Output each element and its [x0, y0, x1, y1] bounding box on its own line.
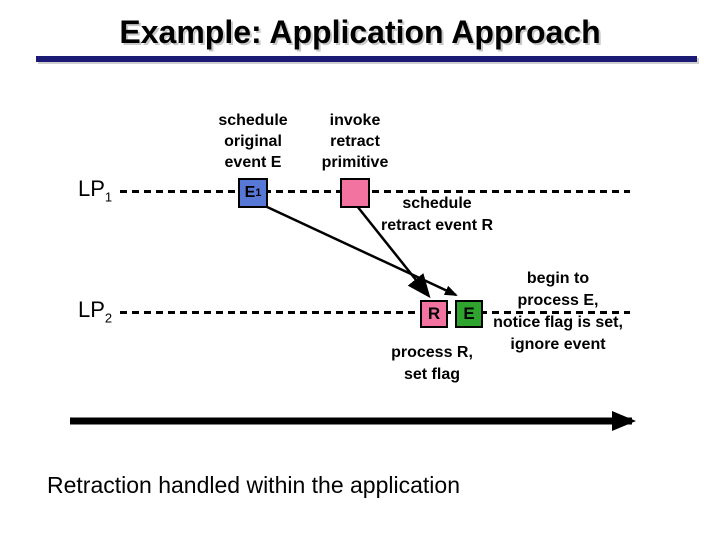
- event-e1-subscript: 1: [255, 187, 262, 199]
- event-e1-label: E: [244, 184, 256, 201]
- lp2-label: LP2: [78, 297, 112, 331]
- footer-text: Retraction handled within the applicatio…: [47, 472, 460, 498]
- event-r-label: R: [427, 304, 441, 323]
- slide-title: Example: Application Approach: [119, 14, 601, 50]
- event-r-box: R: [420, 300, 448, 328]
- lp2-timeline-line: [120, 311, 630, 314]
- event-e-box: E: [455, 300, 483, 328]
- annotation-process-r-set-flag: process R, set flag: [391, 344, 473, 383]
- annotation-invoke-retract-primitive: invoke retract primitive: [321, 112, 389, 171]
- annotation-begin-to-process-e: begin to process E, notice flag is set, …: [493, 270, 623, 353]
- title-underline: [36, 56, 697, 62]
- invoke-retract-box: [340, 178, 370, 208]
- lp1-timeline-line: [120, 190, 630, 193]
- lp1-label: LP1: [78, 176, 112, 210]
- lp2-name: LP: [78, 297, 105, 322]
- lp1-subscript: 1: [104, 189, 113, 205]
- event-e-label: E: [463, 304, 475, 323]
- lp1-name: LP: [78, 176, 105, 201]
- lp2-subscript: 2: [104, 310, 113, 326]
- annotation-schedule-retract-event: schedule retract event R: [380, 195, 494, 234]
- annotation-schedule-original-event: schedule original event E: [218, 112, 288, 171]
